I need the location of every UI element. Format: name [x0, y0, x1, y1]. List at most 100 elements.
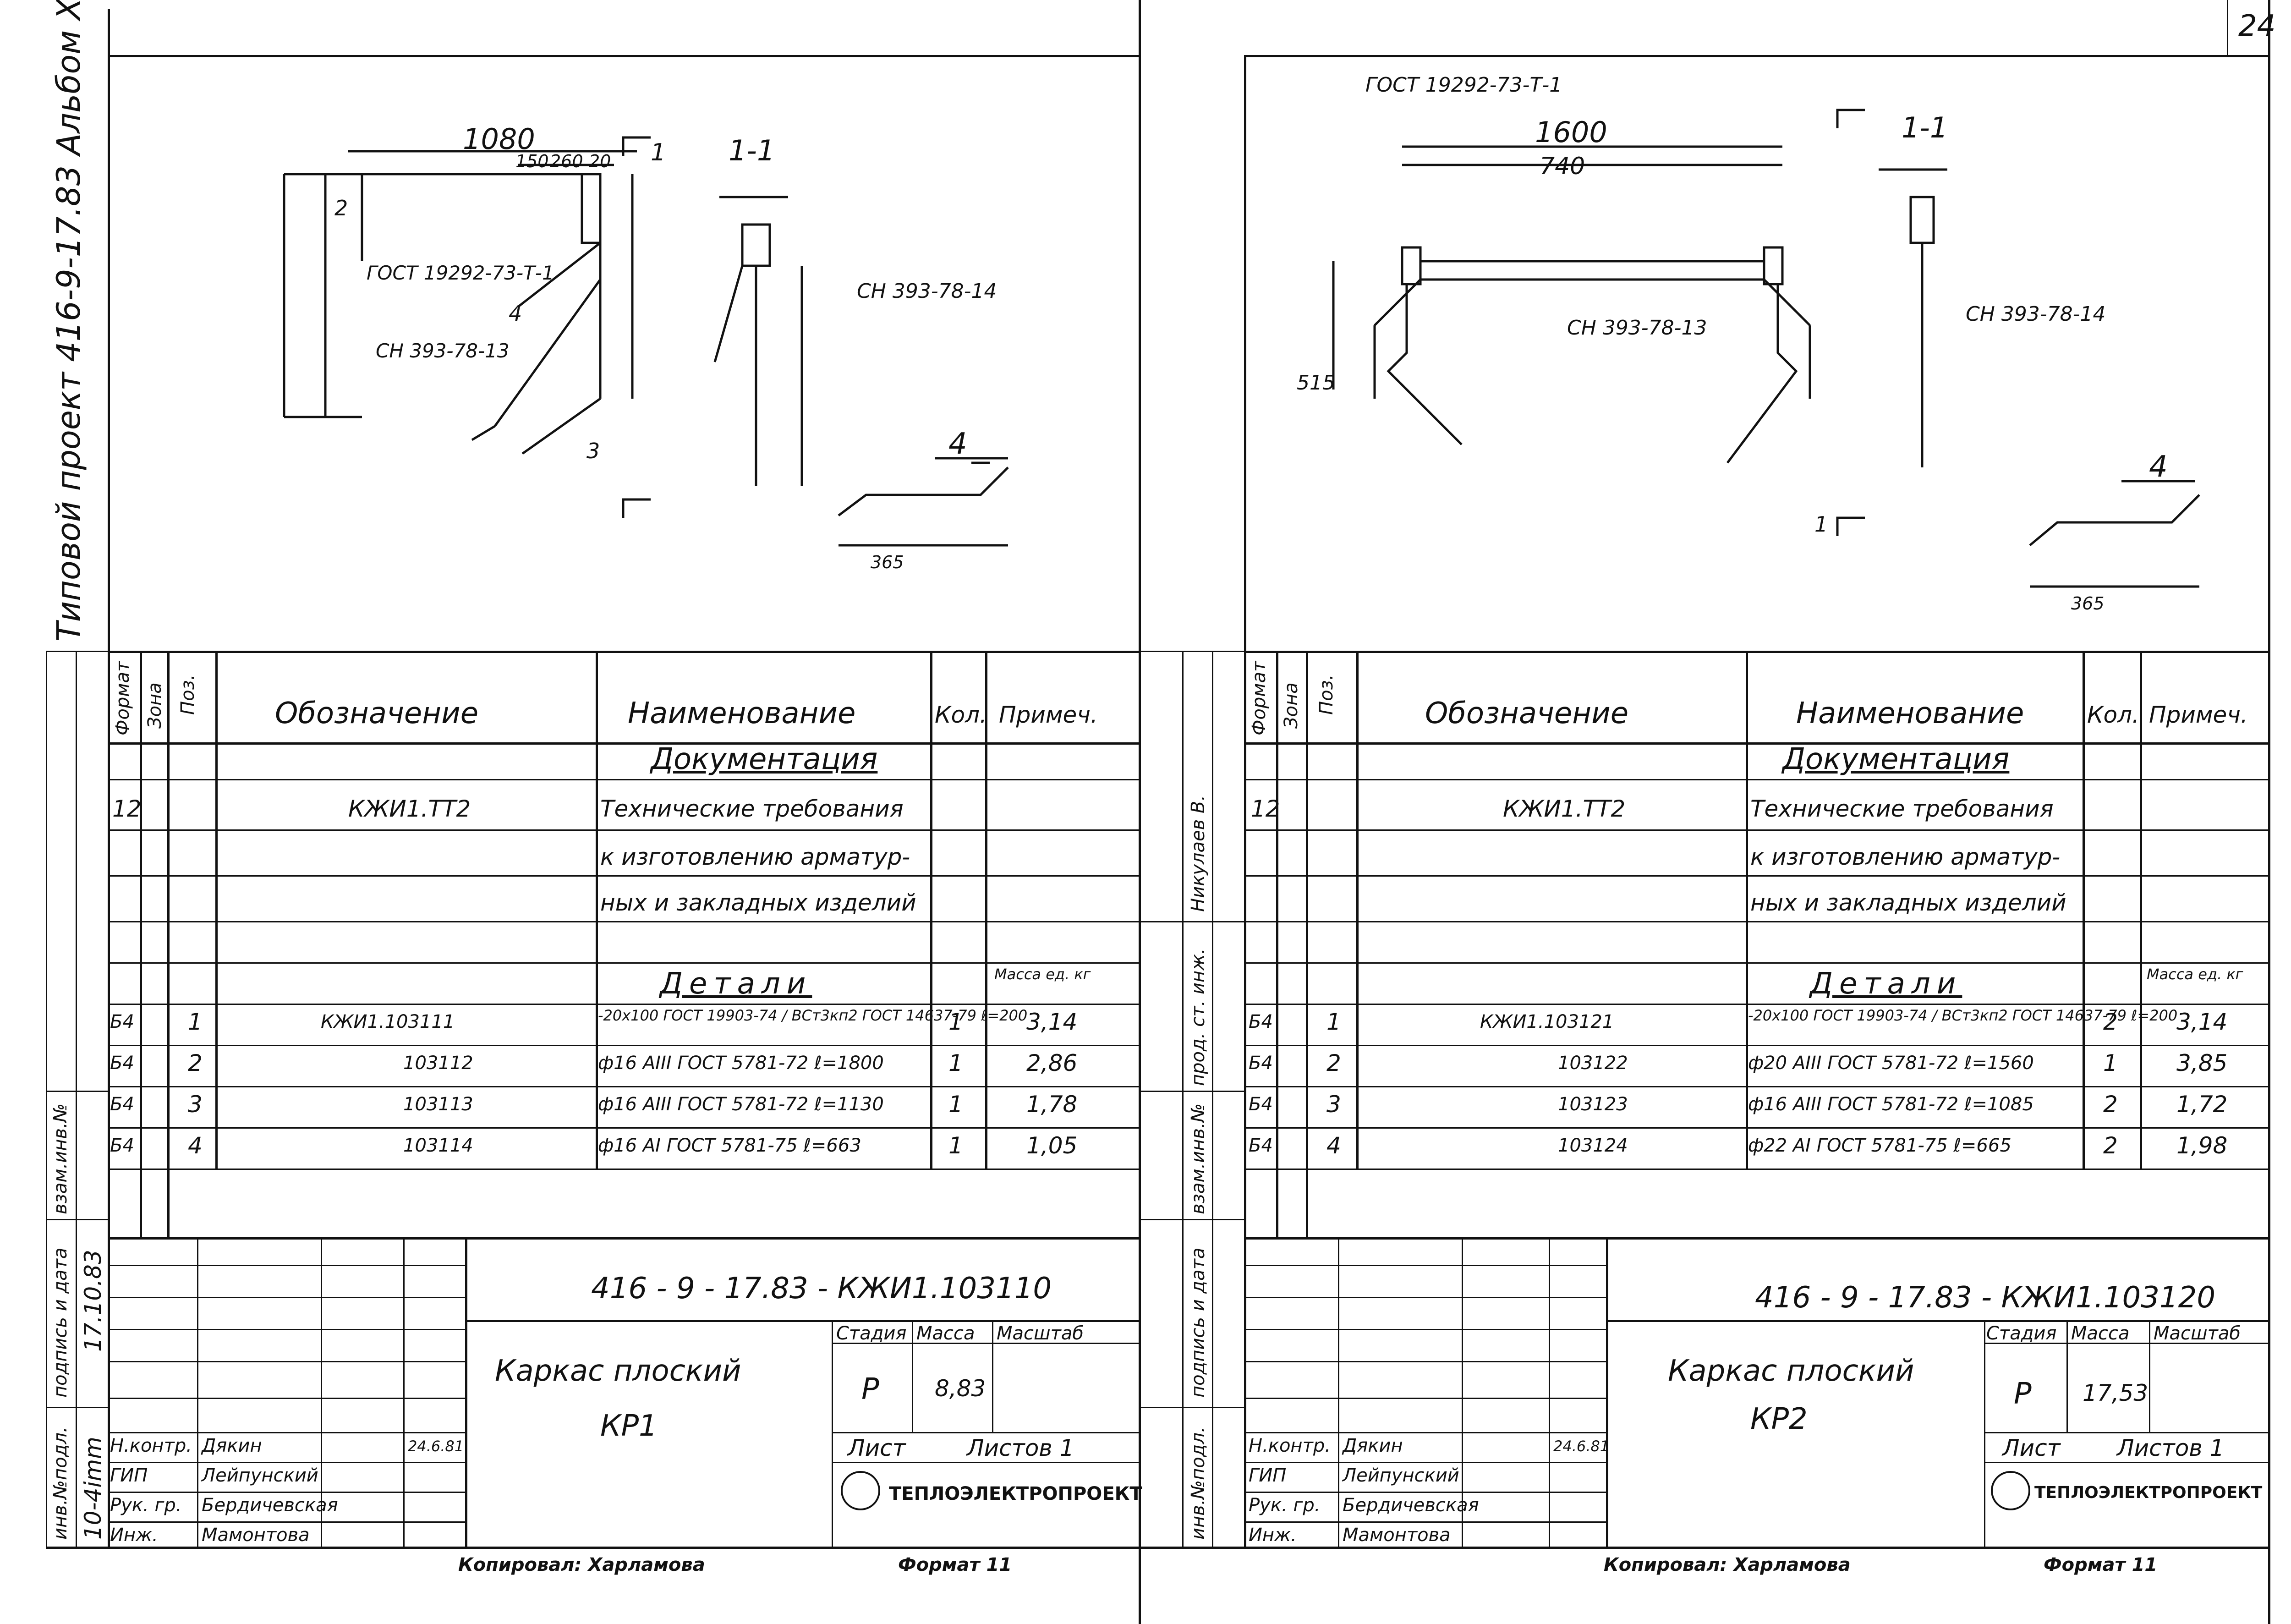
hdr-note-r: Примеч.: [2149, 702, 2248, 728]
left-stamp-top: [46, 651, 108, 652]
row-designation: 103114: [403, 1135, 473, 1156]
mass-value-l: 8,83: [935, 1375, 986, 1402]
hdr-designation-l: Обозначение: [275, 697, 479, 730]
row-pos: 3: [1326, 1091, 1341, 1118]
mass-col-r: Масса: [2071, 1323, 2130, 1344]
doc-name-1-l: Технические требования: [600, 796, 904, 822]
row-note: 3,14: [2176, 1009, 2228, 1035]
mass-header-r: Масса ед. кг: [2147, 966, 2243, 983]
doc-title-r: Каркас плоский: [1668, 1354, 1914, 1388]
section-label: 1-1: [729, 134, 775, 167]
doc-name-3-l: ных и закладных изделий: [600, 889, 916, 916]
sign-date-r: 24.6.81: [1553, 1437, 1610, 1455]
name-2: Лейпунский: [202, 1465, 318, 1486]
section-mark-r: 1: [1814, 512, 1828, 537]
row-format: Б4: [110, 1135, 134, 1156]
format-label-r: Формат 11: [2044, 1554, 2158, 1575]
row-designation: 103123: [1558, 1094, 1628, 1115]
org-logo-icon: [1991, 1471, 2030, 1510]
row-format: Б4: [1249, 1053, 1273, 1074]
pos-3-mark: 3: [586, 439, 600, 463]
label-sn-13: СН 393-78-13: [376, 340, 510, 362]
role-1: Н.контр.: [110, 1435, 192, 1456]
bottom-frame-left: [46, 1547, 1139, 1549]
right-stamp-top: [1141, 651, 1244, 652]
row-qty: 1: [948, 1050, 963, 1076]
doc-format-r: 12: [1251, 796, 1280, 822]
label-gost: ГОСТ 19292-73-Т-1: [367, 262, 554, 284]
sheets-label-l: Листов 1: [967, 1435, 1074, 1461]
name-4: Мамонтова: [202, 1525, 310, 1546]
row-format: Б4: [1249, 1011, 1273, 1032]
row-designation: 103122: [1558, 1053, 1628, 1074]
table-left-header-bottom: [108, 742, 1139, 745]
page-number-box: [2227, 0, 2228, 55]
section-mark-top: 1: [651, 139, 666, 166]
mass-header-l: Масса ед. кг: [994, 966, 1091, 983]
row-name: ф16 АIII ГОСТ 5781-72 ℓ=1085: [1748, 1094, 2034, 1115]
row-name: ф16 АIII ГОСТ 5781-72 ℓ=1130: [598, 1094, 884, 1115]
side-left-value-2: 17.10.83: [80, 1250, 106, 1352]
row-note: 1,78: [1026, 1091, 1078, 1118]
stage-value-r: Р: [2014, 1377, 2032, 1411]
scale-col-l: Масштаб: [997, 1323, 1084, 1344]
row-qty: 1: [948, 1009, 963, 1035]
row-format: Б4: [110, 1094, 134, 1115]
drawing-right: ГОСТ 19292-73-Т-1 1600 740 СН 393-78-13 …: [1297, 73, 2200, 614]
row-pos: 1: [188, 1009, 203, 1035]
row-name: ф20 АIII ГОСТ 5781-72 ℓ=1560: [1748, 1053, 2034, 1074]
row-name: ф22 АI ГОСТ 5781-75 ℓ=665: [1748, 1135, 2011, 1156]
dim-365: 365: [871, 552, 904, 572]
name-2: Лейпунский: [1343, 1465, 1459, 1486]
sign-date-l: 24.6.81: [408, 1437, 464, 1455]
hdr-format-l: Формат: [112, 661, 133, 735]
row-note: 3,85: [2176, 1050, 2228, 1076]
label-sn-13-r: СН 393-78-13: [1567, 316, 1707, 340]
row-note: 2,86: [1026, 1050, 1078, 1076]
name-3: Бердичевская: [202, 1495, 338, 1516]
table-left-top: [108, 651, 1139, 653]
doc-subtitle-l: КР1: [600, 1409, 658, 1443]
right-stamp-sep2: [1141, 1091, 1244, 1092]
role-4: Инж.: [1249, 1525, 1297, 1546]
sheets-label-r: Листов 1: [2117, 1435, 2225, 1461]
stage-header-l: Стадия: [836, 1323, 907, 1344]
side-right-label-4: прод. ст. инж.: [1188, 948, 1209, 1086]
doc-name-2-r: к изготовлению арматур-: [1750, 844, 2061, 870]
sheet-divider: [1139, 0, 1141, 1624]
row-pos: 2: [188, 1050, 203, 1076]
doc-code-r: 416 - 9 - 17.83 - КЖИ1.103120: [1755, 1281, 2216, 1315]
row-qty: 2: [2103, 1009, 2118, 1035]
row-name: -20х100 ГОСТ 19903-74 / ВСт3кп2 ГОСТ 146…: [598, 1007, 1028, 1024]
name-1: Дякин: [1343, 1435, 1403, 1456]
role-2: ГИП: [1249, 1465, 1287, 1486]
row-format: Б4: [110, 1053, 134, 1074]
hdr-qty-r: Кол.: [2087, 702, 2139, 728]
sheet-label-r: Лист: [2002, 1435, 2061, 1461]
copied-by-l: Копировал: Харламова: [458, 1554, 705, 1575]
doc-subtitle-r: КР2: [1750, 1402, 1808, 1436]
row-designation: 103113: [403, 1094, 473, 1115]
doc-designation-r: КЖИ1.ТТ2: [1503, 796, 1626, 822]
left-stamp-sep2: [46, 1219, 108, 1220]
doc-designation-l: КЖИ1.ТТ2: [348, 796, 471, 822]
row-note: 3,14: [1026, 1009, 1078, 1035]
hdr-name-r: Наименование: [1796, 697, 2024, 730]
name-4: Мамонтова: [1343, 1525, 1451, 1546]
mass-col-l: Масса: [916, 1323, 975, 1344]
hdr-pos-l: Поз.: [177, 674, 198, 715]
sheet-label-l: Лист: [848, 1435, 906, 1461]
dim-740: 740: [1540, 153, 1585, 180]
org-name-l: ТЕПЛОЭЛЕКТРОПРОЕКТ: [889, 1483, 1142, 1504]
name-1: Дякин: [202, 1435, 262, 1456]
hdr-format-r: Формат: [1249, 661, 1270, 735]
role-2: ГИП: [110, 1465, 148, 1486]
row-pos: 3: [188, 1091, 203, 1118]
hdr-zone-l: Зона: [144, 682, 165, 729]
doc-name-2-l: к изготовлению арматур-: [600, 844, 910, 870]
row-note: 1,05: [1026, 1132, 1078, 1159]
doc-name-3-r: ных и закладных изделий: [1750, 889, 2066, 916]
detail-4-title: 4: [948, 427, 967, 461]
right-border: [2268, 0, 2270, 1624]
side-title: Типовой проект 416-9-17.83 Альбом Х.1: [50, 0, 88, 642]
